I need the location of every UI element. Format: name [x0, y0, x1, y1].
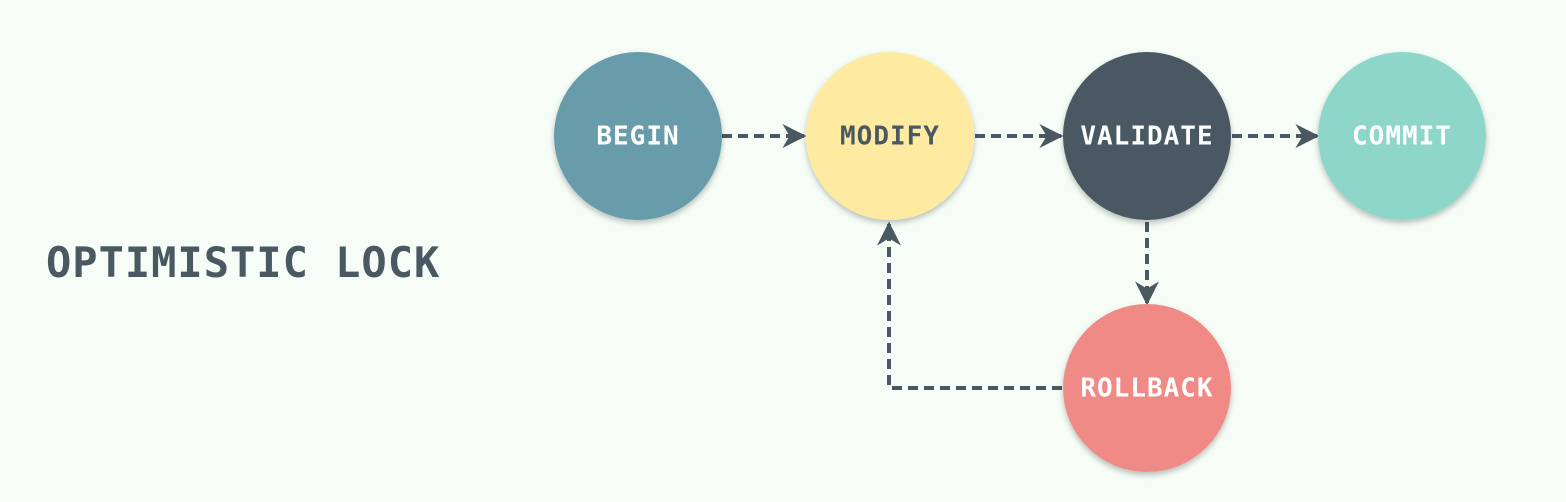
node-modify: MODIFY — [806, 52, 974, 220]
node-commit-circle — [1318, 52, 1486, 220]
node-validate: VALIDATE — [1063, 52, 1231, 220]
node-begin-circle — [554, 52, 722, 220]
node-begin: BEGIN — [554, 52, 722, 220]
node-begin-label: BEGIN — [596, 122, 679, 152]
node-commit-label: COMMIT — [1352, 122, 1452, 152]
edges — [722, 124, 1320, 390]
node-rollback: ROLLBACK — [1063, 304, 1231, 472]
node-modify-label: MODIFY — [840, 122, 940, 152]
node-rollback-label: ROLLBACK — [1080, 374, 1213, 404]
diagram-title: OPTIMISTIC LOCK — [46, 238, 441, 287]
node-validate-label: VALIDATE — [1080, 122, 1213, 152]
node-modify-circle — [806, 52, 974, 220]
node-rollback-circle — [1063, 304, 1231, 472]
node-commit: COMMIT — [1318, 52, 1486, 220]
edge-rollback-to-modify — [877, 221, 1062, 390]
node-validate-circle — [1063, 52, 1231, 220]
